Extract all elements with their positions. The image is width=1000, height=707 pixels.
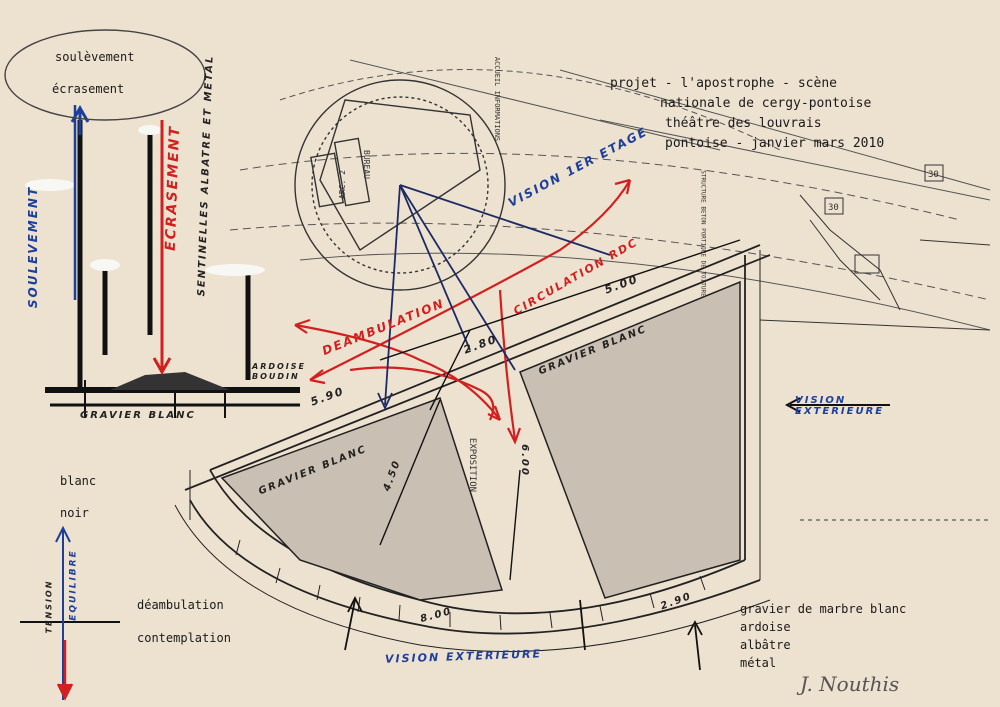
signature: J. Nouthis	[800, 672, 900, 696]
gravel-area-right	[519, 280, 741, 599]
circulation-down-arrow	[498, 289, 517, 441]
title-line-3: théâtre des louvrais	[665, 116, 822, 131]
plan-label-structure: STRUCTURE BETON PORTIQUE DE TOITURE	[699, 170, 707, 297]
legend-tension: TENSION	[44, 579, 54, 634]
note-vision-exterieure-right: VISION EXTERIEURE	[795, 395, 885, 417]
material-metal: métal	[740, 656, 777, 670]
section-circle-mark	[4, 29, 206, 121]
red-annotations	[294, 178, 632, 445]
materials-list: gravier de marbre blanc ardoise albâtre …	[740, 600, 906, 672]
legend-noir: noir	[60, 506, 89, 520]
label-soulevement: soulèvement	[55, 50, 135, 64]
plan-label-accueil: ACCUEIL INFORMATIONS	[493, 56, 502, 142]
sketch-label-ardoise: ARDOISE BOUDIN	[252, 362, 306, 381]
title-line-4: pontoise - janvier mars 2010	[665, 136, 885, 151]
legend-deambulation: déambulation	[137, 598, 224, 612]
plan-details-right	[759, 164, 991, 521]
plan-label-arc: ARC. 2	[337, 170, 347, 199]
deambulation-loop	[349, 366, 495, 421]
title-line-2: nationale de cergy-pontoise	[660, 96, 872, 111]
dimension-lines	[379, 239, 741, 581]
gravel-area-left	[220, 397, 503, 601]
dim-30-a: 30	[828, 203, 839, 213]
plan-label-bureau: BUREAU	[361, 150, 371, 179]
dim-30-b: 30	[928, 170, 939, 180]
vision-arrows	[344, 184, 890, 671]
dim-600: 6.00	[518, 444, 530, 477]
sketch-label-soulevement: SOULEVEMENT	[26, 185, 41, 309]
material-albatre: albâtre	[740, 638, 791, 652]
legend-blanc: blanc	[60, 474, 97, 488]
legend-symbols	[20, 525, 120, 701]
sketch-label-gravier: GRAVIER BLANC	[80, 410, 196, 421]
title-line-1: projet - l'apostrophe - scène	[610, 76, 837, 91]
plan-label-exposition: EXPOSITION	[467, 437, 478, 493]
gravel-areas	[220, 280, 741, 601]
legend-equilibre: EQUILIBRE	[68, 549, 79, 621]
plan-linework	[229, 59, 991, 331]
circulation-arrow	[309, 179, 631, 381]
title-block: projet - l'apostrophe - scène nationale …	[610, 74, 884, 154]
deambulation-arrow	[294, 323, 501, 421]
material-gravier: gravier de marbre blanc	[740, 602, 907, 616]
material-ardoise: ardoise	[740, 620, 791, 634]
label-ecrasement: écrasement	[52, 82, 125, 96]
rotunda-plan	[294, 79, 506, 291]
legend-contemplation: contemplation	[137, 631, 231, 645]
section-sketch	[4, 29, 300, 418]
dimension-ticks	[235, 539, 706, 631]
